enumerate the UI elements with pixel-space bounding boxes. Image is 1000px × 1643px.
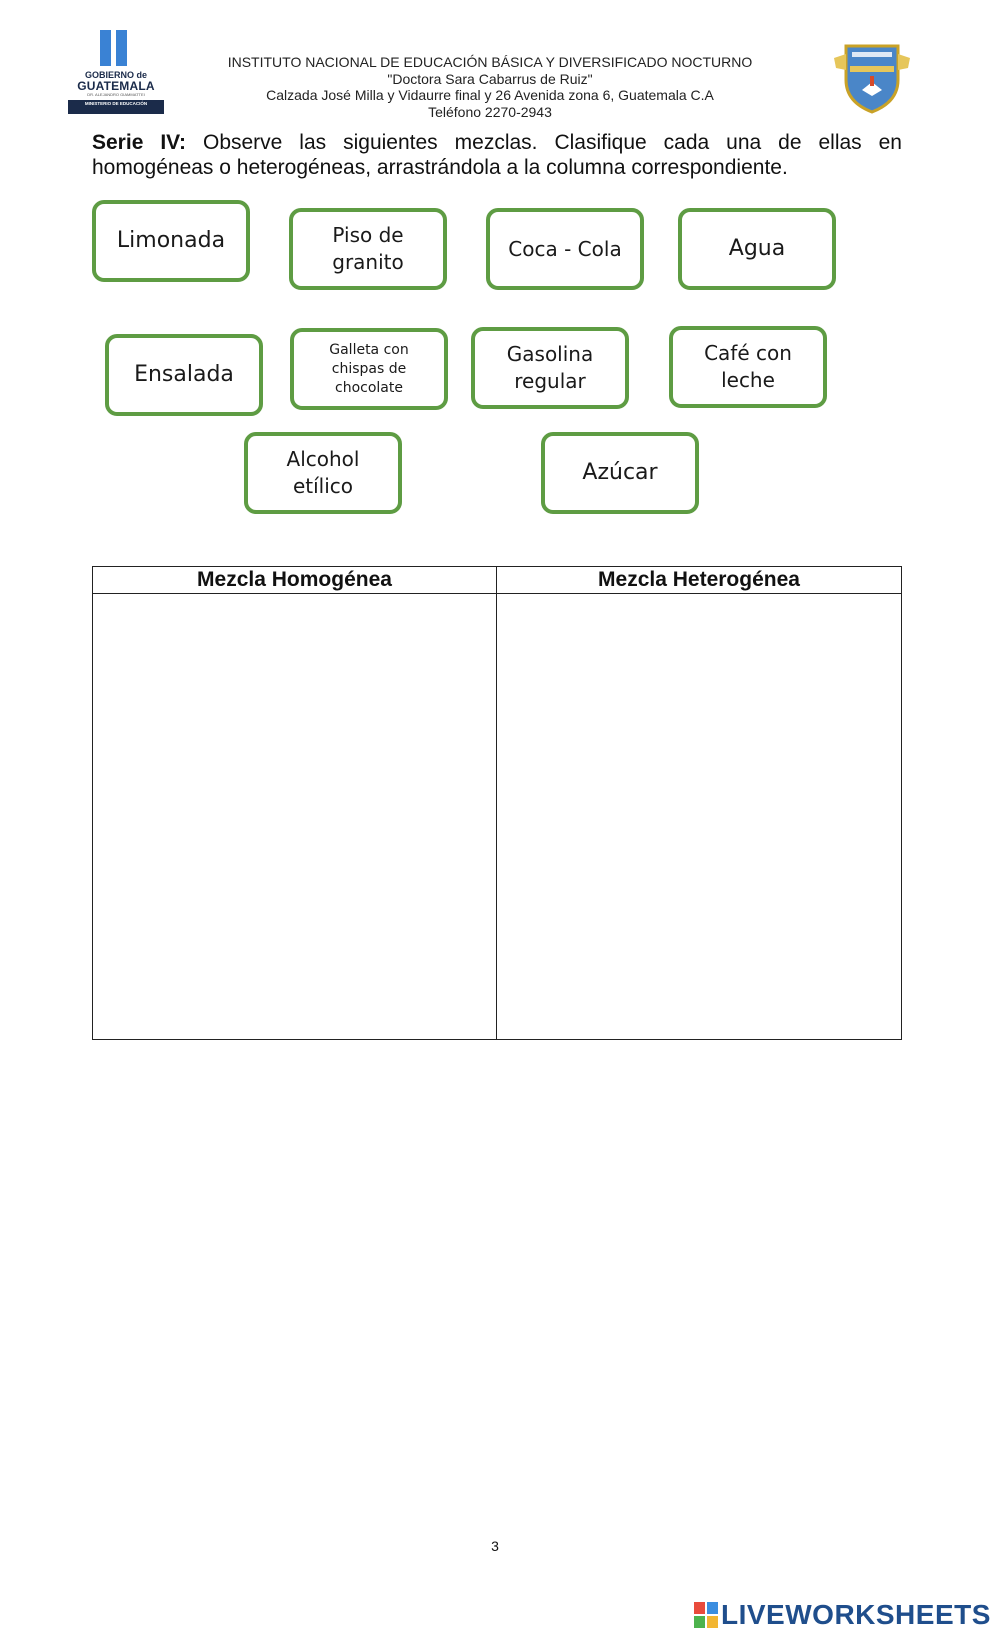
card-label: Coca - Cola [508,236,622,261]
series-label: Serie IV: [92,131,187,154]
card-label: Café con leche [704,341,792,392]
flag-bars-icon [100,30,132,66]
card-label: Galleta con chispas de chocolate [329,341,409,396]
column-header-homogenea: Mezcla Homogénea [93,567,496,594]
liveworksheets-wordmark: LIVEWORKSHEETS [721,1599,991,1630]
instructions-text: Observe las siguientes mezclas. Clasifiq… [92,131,902,179]
institution-name: INSTITUTO NACIONAL DE EDUCACIÓN BÁSICA Y… [227,54,753,70]
draggable-card-galleta-con-chispas[interactable]: Galleta con chispas de chocolate [290,328,448,410]
draggable-card-cafe-con-leche[interactable]: Café con leche [669,326,827,408]
page-number: 3 [491,1538,499,1554]
drop-zone-homogenea[interactable] [93,594,496,1039]
card-label: Piso de granito [332,223,404,274]
liveworksheets-grid-icon [694,1602,718,1628]
draggable-card-gasolina-regular[interactable]: Gasolina regular [471,327,629,409]
institution-patron: "Doctora Sara Cabarrus de Ruiz" [387,70,593,87]
gobierno-guatemala-logo: GOBIERNO de GUATEMALA DR. ALEJANDRO GIAM… [68,30,164,114]
card-label: Limonada [116,228,226,253]
institution-phone: Teléfono 2270-2943 [428,103,552,120]
card-label: Azúcar [582,460,658,485]
draggable-card-limonada[interactable]: Limonada [92,200,250,282]
column-header-heterogenea: Mezcla Heterogénea [497,567,901,594]
logo-banner: MINISTERIO DE EDUCACIÓN [68,100,164,114]
draggable-card-coca-cola[interactable]: Coca - Cola [486,208,644,290]
card-label: Gasolina regular [506,342,594,393]
school-crest-icon [832,40,912,116]
classification-table: Mezcla Homogénea Mezcla Heterogénea [92,566,902,1040]
card-label: Ensalada [134,362,234,387]
draggable-card-azucar[interactable]: Azúcar [541,432,699,514]
draggable-card-agua[interactable]: Agua [678,208,836,290]
draggable-card-ensalada[interactable]: Ensalada [105,334,263,416]
logo-line-3: DR. ALEJANDRO GIAMMATTEI [87,92,145,97]
column-heterogenea: Mezcla Heterogénea [497,567,901,1039]
draggable-card-piso-de-granito[interactable]: Piso de granito [289,208,447,290]
card-label: Agua [728,236,786,261]
instructions: Serie IV: Observe las siguientes mezclas… [92,130,902,180]
institution-address: Calzada José Milla y Vidaurre final y 26… [266,87,714,103]
card-label: Alcohol etílico [286,447,360,498]
column-homogenea: Mezcla Homogénea [93,567,497,1039]
drop-zone-heterogenea[interactable] [497,594,901,1039]
logo-line-2: GUATEMALA [77,79,155,93]
logo-line-1: GOBIERNO de [84,70,147,80]
liveworksheets-logo: LIVEWORKSHEETS [694,1598,994,1632]
draggable-card-alcohol-etilico[interactable]: Alcohol etílico [244,432,402,514]
institution-header: INSTITUTO NACIONAL DE EDUCACIÓN BÁSICA Y… [180,54,800,120]
